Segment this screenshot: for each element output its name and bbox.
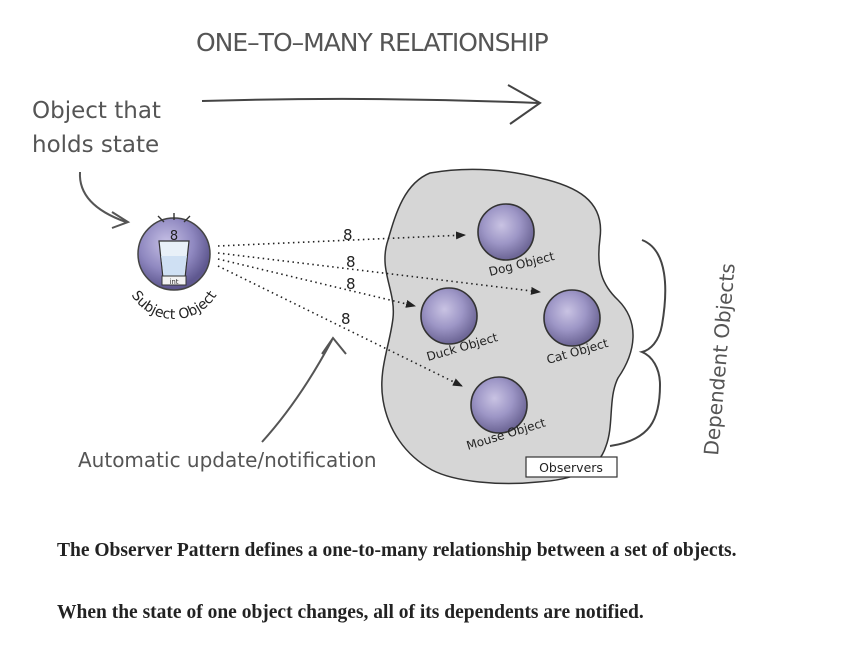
dog-object-ball	[477, 203, 535, 261]
message-value-mouse: 8	[341, 310, 351, 328]
dependent-objects-brace	[609, 239, 667, 447]
subject-annotation-line2: holds state	[32, 132, 159, 158]
annotation-arrow	[78, 171, 131, 229]
relationship-arrow	[201, 84, 542, 125]
notification-lines	[217, 231, 541, 387]
observers-label: Observers	[539, 460, 603, 475]
notification-annotation-arrow	[261, 336, 347, 443]
notify-line-dog	[217, 231, 466, 247]
cat-object-ball	[543, 289, 601, 347]
subject-state-value: 8	[170, 229, 178, 244]
dependent-objects-label: Dependent Objects	[699, 262, 740, 456]
observers-label-box	[525, 456, 618, 478]
caption-definition: The Observer Pattern defines a one-to-ma…	[57, 540, 737, 561]
int-glass-icon	[158, 240, 190, 286]
subject-annotation-line1: Object that	[32, 98, 161, 124]
diagram-title: ONE–TO–MANY RELATIONSHIP	[196, 28, 549, 57]
caption-notification: When the state of one object changes, al…	[57, 602, 644, 623]
message-value-cat: 8	[346, 253, 356, 271]
subject-object-label: Subject Object	[128, 288, 221, 323]
subject-sparkle	[157, 213, 191, 223]
duck-object: Duck Object	[420, 287, 500, 364]
notify-line-mouse	[217, 265, 463, 387]
message-value-dog: 8	[343, 226, 353, 244]
message-value-duck: 8	[346, 275, 356, 293]
notify-line-duck	[217, 258, 416, 308]
notify-line-cat	[217, 252, 541, 295]
subject-type-label: int	[169, 278, 178, 286]
duck-object-ball	[420, 287, 478, 345]
notification-label: Automatic update/notification	[78, 448, 377, 472]
subject-object: int 8 Subject Object	[128, 213, 221, 323]
mouse-object-ball	[470, 376, 528, 434]
